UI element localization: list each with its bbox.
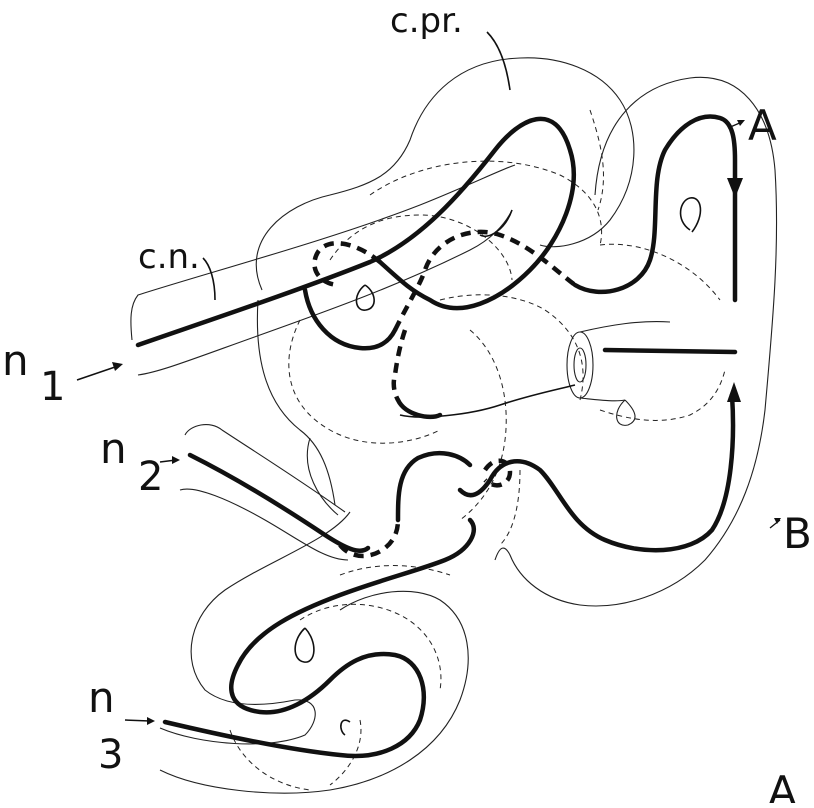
arrowhead-down [727,178,743,198]
label-c-pr: c.pr. [390,1,463,41]
cpr-leader [487,32,510,90]
label-c-n: c.n. [138,237,200,277]
label-b: B [783,509,812,558]
nerve-courses [138,117,735,756]
upper-loop-outline [256,58,634,290]
n3-pointer [125,720,150,721]
arrowhead-up [727,382,741,402]
label-n1-letter: n [2,336,29,385]
n2-tube-outline [180,425,348,560]
label-n1-sub: 1 [40,364,65,410]
label-n2-sub: 2 [138,454,163,500]
nerve-n1 [138,119,574,345]
n1-pointer [77,366,118,380]
nerve-lower-right [460,395,733,550]
cn-leader [203,258,215,300]
label-n3-sub: 3 [98,732,123,778]
label-n2-letter: n [100,424,127,473]
nerve-central [605,350,735,352]
label-a: A [748,101,777,150]
cut-vessel [567,322,670,426]
nerve-n3 [165,520,474,756]
nerve-n2 [190,455,368,551]
outlines [131,58,777,793]
label-n3-letter: n [88,673,115,722]
hidden-outlines [230,110,725,790]
label-corner-a: A [768,767,797,803]
